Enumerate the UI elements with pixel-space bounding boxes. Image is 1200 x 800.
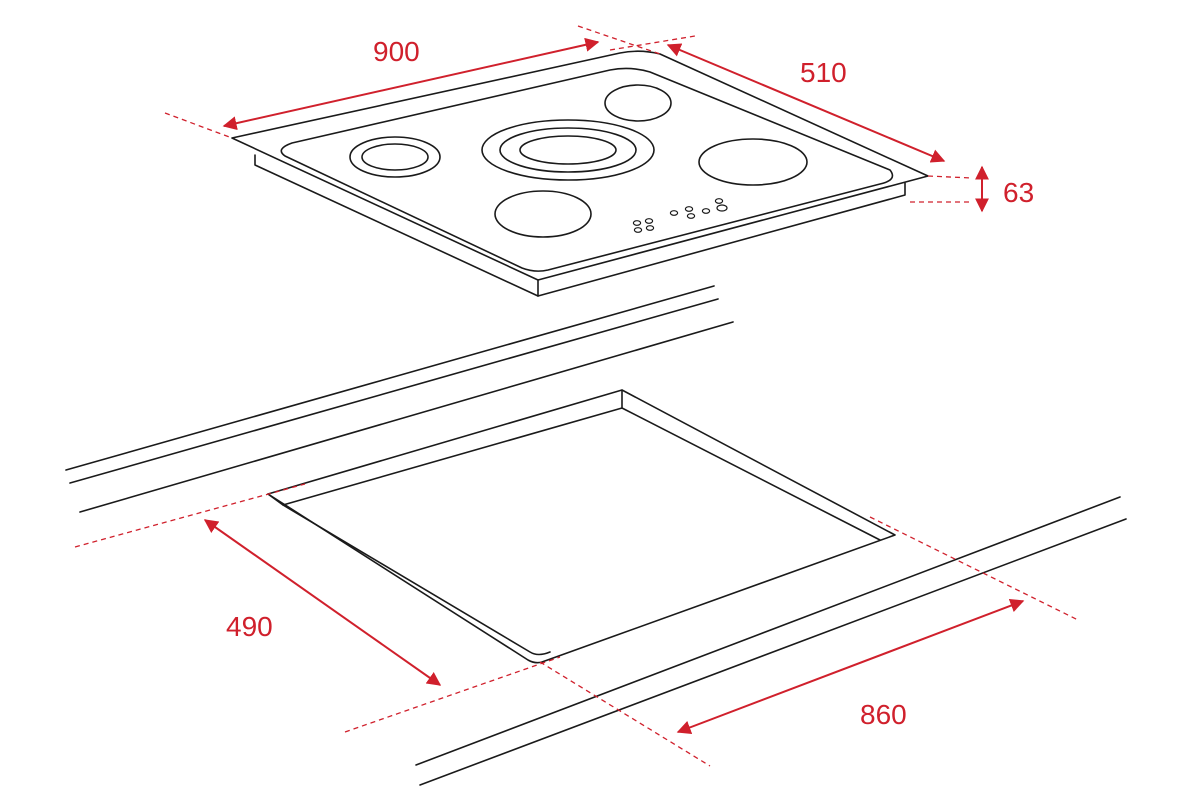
dimension-arrows (203, 37, 1025, 735)
worktop-back-edge-1 (65, 285, 715, 471)
worktop-front-edge-1 (415, 496, 1121, 766)
height-label: 63 (1003, 177, 1034, 208)
cooking-zone-center-dual (481, 119, 655, 181)
dimension-labels: 900 510 63 490 860 (226, 36, 1034, 730)
cooking-zone-left (349, 136, 441, 178)
cutout-depth-arrow (203, 519, 442, 686)
width-arrow (222, 37, 600, 131)
cooking-zone-right (698, 138, 808, 186)
worktop-front-edge-2 (419, 518, 1127, 786)
cutout-inner-edge (267, 407, 623, 506)
cooking-zone-front (494, 190, 592, 238)
hob-front-edge (537, 182, 906, 297)
worktop-back-edge-3 (79, 321, 734, 513)
cutout-width-label: 860 (860, 699, 907, 730)
width-label: 900 (373, 36, 420, 67)
cutout-depth-label: 490 (226, 611, 273, 642)
hob-inner-frame (280, 67, 894, 272)
control-panel (632, 198, 728, 233)
depth-label: 510 (800, 57, 847, 88)
cooking-zone-back-right (604, 84, 672, 122)
hob-side-edge (254, 154, 539, 297)
cutout-bottom-rim (282, 504, 551, 656)
cutout-opening (267, 389, 896, 664)
countertop-drawing (65, 285, 1127, 786)
cutout-inner-wall (621, 389, 881, 541)
extension-lines (74, 25, 1079, 767)
cutout-width-arrow (676, 598, 1025, 735)
depth-arrow (666, 43, 946, 163)
worktop-back-edge-2 (69, 298, 719, 484)
